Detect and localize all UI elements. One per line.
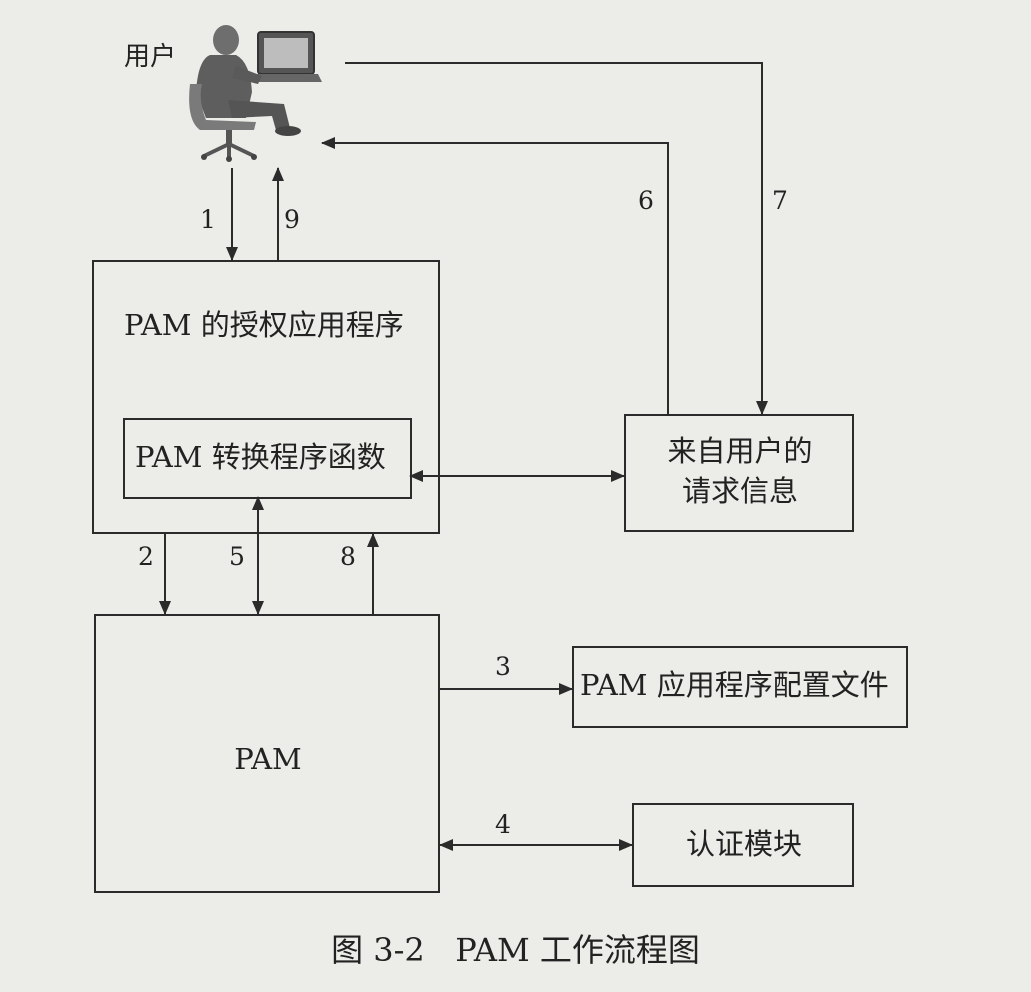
step-6-label: 6 [638,186,654,215]
user-request-label-line2: 请求信息 [681,474,798,508]
auth-module-box: 认证模块 [632,803,854,887]
step-4-label: 4 [495,810,511,839]
pam-config-label: PAM 应用程序配置文件 [580,668,889,702]
pam-label: PAM [234,742,302,776]
pam-conv-box: PAM 转换程序函数 [123,418,412,499]
step-5-label: 5 [229,542,245,571]
figure-caption: 图 3-2 PAM 工作流程图 [331,931,700,969]
step-2-label: 2 [138,542,154,571]
pam-app-label: PAM 的授权应用程序 [124,308,404,342]
user-label: 用户 [124,42,177,72]
auth-module-label: 认证模块 [685,827,802,861]
step-9-label: 9 [284,205,300,234]
step-3-label: 3 [495,652,511,681]
user-at-computer-icon [189,25,322,162]
user-request-label-line1: 来自用户的 [667,434,813,468]
step-8-label: 8 [340,542,356,571]
step-7-label: 7 [772,186,788,215]
pam-box: PAM [94,614,440,893]
arrow-step-7 [345,62,768,415]
pam-app-box: PAM 的授权应用程序 PAM 转换程序函数 [92,260,440,534]
user-request-box: 来自用户的 请求信息 [624,414,854,532]
arrow-step-6 [321,137,669,414]
step-1-label: 1 [200,205,216,234]
pam-conv-label: PAM 转换程序函数 [135,440,386,474]
pam-config-box: PAM 应用程序配置文件 [572,646,908,728]
